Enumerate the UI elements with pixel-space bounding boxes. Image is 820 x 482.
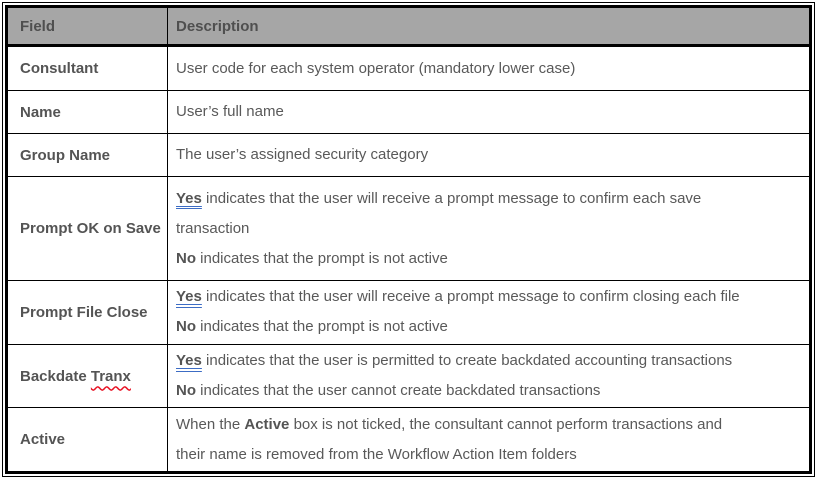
text-segment: Backdate xyxy=(20,367,91,385)
text-segment: transaction xyxy=(176,219,250,237)
text-line: User’s full name xyxy=(176,97,803,127)
table-row: Prompt File Close Yes indicates that the… xyxy=(7,280,810,345)
table-row: Group Name The user’s assigned security … xyxy=(7,132,810,178)
table-row: Active When the Active box is not ticked… xyxy=(7,407,810,472)
text-segment: No xyxy=(176,249,196,267)
text-segment: Yes xyxy=(176,189,202,207)
text-segment: Name xyxy=(20,103,61,121)
text-segment: Active xyxy=(244,415,290,433)
field-cell: Consultant xyxy=(7,44,168,92)
text-segment: Active xyxy=(20,431,66,449)
text-line: When the Active box is not ticked, the c… xyxy=(176,410,803,440)
text-segment: their name is removed from the Workflow … xyxy=(176,445,577,463)
text-line: Yes indicates that the user will receive… xyxy=(176,282,803,312)
text-line: No indicates that the user cannot create… xyxy=(176,376,803,406)
description-cell: The user’s assigned security category xyxy=(167,132,810,178)
table-row: Prompt OK on Save Yes indicates that the… xyxy=(7,176,810,282)
text-segment: Group Name xyxy=(20,146,111,164)
text-segment: When the xyxy=(176,415,245,433)
text-line: No indicates that the prompt is not acti… xyxy=(176,244,803,274)
description-cell: Yes indicates that the user will receive… xyxy=(167,176,810,282)
field-cell: Prompt OK on Save xyxy=(7,176,168,282)
table-header: Field Description xyxy=(7,7,810,47)
text-segment: Prompt OK on Save xyxy=(20,220,161,238)
field-cell: Active xyxy=(7,407,168,472)
text-line: transaction xyxy=(176,214,803,244)
text-line: User code for each system operator (mand… xyxy=(176,54,803,84)
table-frame-outer: Field Description Consultant User code f… xyxy=(2,2,815,477)
text-segment: indicates that the user is permitted to … xyxy=(201,352,733,370)
table-row: Name User’s full name xyxy=(7,90,810,134)
text-segment: box is not ticked, the consultant cannot… xyxy=(289,415,723,433)
text-segment: No xyxy=(176,318,196,336)
text-segment: User’s full name xyxy=(176,103,284,121)
text-segment: Consultant xyxy=(20,60,99,78)
text-segment: indicates that the user cannot create ba… xyxy=(196,382,601,400)
text-segment: Yes xyxy=(176,352,202,370)
description-cell: When the Active box is not ticked, the c… xyxy=(167,407,810,472)
text-segment: Tranx xyxy=(90,367,131,385)
field-description-table: Field Description Consultant User code f… xyxy=(7,7,810,472)
table-row: Backdate Tranx Yes indicates that the us… xyxy=(7,343,810,409)
text-segment: indicates that the prompt is not active xyxy=(196,249,448,267)
description-cell: User’s full name xyxy=(167,90,810,134)
table-frame-inner: Field Description Consultant User code f… xyxy=(5,5,812,474)
header-row: Field Description xyxy=(7,7,810,47)
field-cell: Group Name xyxy=(7,132,168,178)
description-cell: User code for each system operator (mand… xyxy=(167,44,810,92)
text-segment: No xyxy=(176,382,196,400)
text-line: their name is removed from the Workflow … xyxy=(176,440,803,470)
text-line: Yes indicates that the user will receive… xyxy=(176,184,803,214)
text-line: The user’s assigned security category xyxy=(176,140,803,170)
text-segment: indicates that the user will receive a p… xyxy=(201,189,702,207)
table-row: Consultant User code for each system ope… xyxy=(7,44,810,92)
text-segment: User code for each system operator (mand… xyxy=(176,59,576,77)
text-segment: Yes xyxy=(176,288,202,306)
field-cell: Backdate Tranx xyxy=(7,343,168,409)
description-cell: Yes indicates that the user will receive… xyxy=(167,280,810,345)
text-segment: indicates that the prompt is not active xyxy=(196,318,448,336)
table-body: Consultant User code for each system ope… xyxy=(7,44,810,472)
text-segment: indicates that the user will receive a p… xyxy=(201,288,740,306)
field-cell: Prompt File Close xyxy=(7,280,168,345)
text-line: No indicates that the prompt is not acti… xyxy=(176,312,803,342)
text-line: Yes indicates that the user is permitted… xyxy=(176,346,803,376)
description-cell: Yes indicates that the user is permitted… xyxy=(167,343,810,409)
text-segment: Prompt File Close xyxy=(20,303,148,321)
field-cell: Name xyxy=(7,90,168,134)
header-cell-field: Field xyxy=(7,7,168,47)
text-segment: The user’s assigned security category xyxy=(176,146,429,164)
header-cell-description: Description xyxy=(167,7,810,47)
